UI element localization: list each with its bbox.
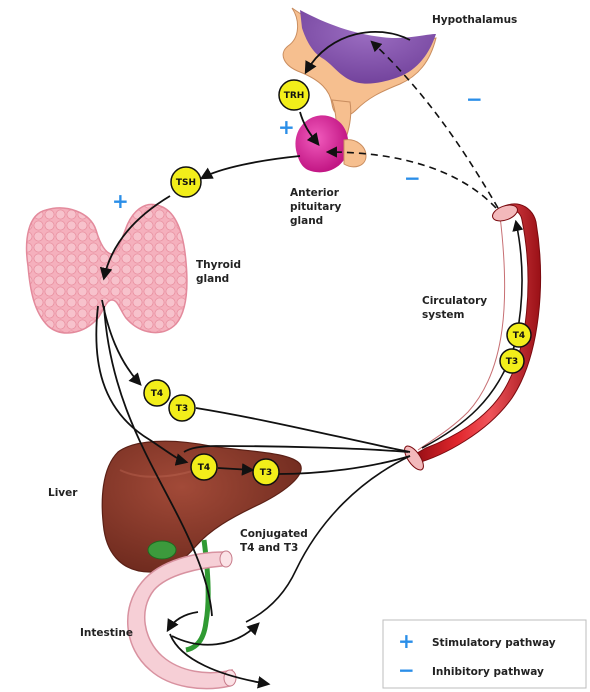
thyroid-label: Thyroid gland xyxy=(196,259,241,285)
conjugated-label: Conjugated T4 and T3 xyxy=(240,528,308,554)
tsh-badge: TSH xyxy=(171,167,201,197)
anterior-pituitary-organ xyxy=(295,115,366,172)
svg-text:TRH: TRH xyxy=(284,91,305,101)
svg-text:TSH: TSH xyxy=(176,178,196,188)
svg-text:T3: T3 xyxy=(260,468,272,478)
trh-badge: TRH xyxy=(279,80,309,110)
svg-text:gland: gland xyxy=(196,273,229,285)
stimulatory-sign-tsh: + xyxy=(112,189,129,213)
vessel-t4-badge: T4 xyxy=(507,323,531,347)
svg-text:T4: T4 xyxy=(198,463,210,473)
inhibitory-sign-hypothalamus: − xyxy=(466,87,483,111)
svg-text:system: system xyxy=(422,309,464,321)
intestine-label: Intestine xyxy=(80,627,133,639)
svg-text:Circulatory: Circulatory xyxy=(422,295,487,307)
svg-text:T3: T3 xyxy=(176,404,188,414)
svg-text:gland: gland xyxy=(290,215,323,227)
hypothalamus-label: Hypothalamus xyxy=(432,14,517,26)
vessel-t3-badge: T3 xyxy=(500,349,524,373)
thyroid-t3-badge: T3 xyxy=(169,395,195,421)
svg-text:Conjugated: Conjugated xyxy=(240,528,308,540)
svg-text:T4: T4 xyxy=(513,331,525,341)
svg-text:Thyroid: Thyroid xyxy=(196,259,241,271)
circulatory-label: Circulatory system xyxy=(422,295,487,321)
liver-t3-badge: T3 xyxy=(253,459,279,485)
intestine-reabsorb-arrow xyxy=(172,624,258,645)
liver-t4-badge: T4 xyxy=(191,454,217,480)
legend-minus-icon: − xyxy=(398,658,415,682)
liver-label: Liver xyxy=(48,487,78,499)
anterior-pituitary-label: Anterior pituitary gland xyxy=(290,187,341,227)
legend-plus-icon: + xyxy=(398,629,415,653)
stimulatory-sign-trh: + xyxy=(278,115,295,139)
legend: + Stimulatory pathway − Inhibitory pathw… xyxy=(383,620,586,688)
legend-inhibitory-label: Inhibitory pathway xyxy=(432,666,544,678)
svg-text:pituitary: pituitary xyxy=(290,201,341,213)
intestine-inflow-arrow xyxy=(168,612,198,630)
legend-stimulatory-label: Stimulatory pathway xyxy=(432,637,556,649)
inhibitory-sign-pituitary: − xyxy=(404,166,421,190)
svg-text:Anterior: Anterior xyxy=(290,187,340,199)
svg-text:T4 and T3: T4 and T3 xyxy=(240,542,298,554)
thyroid-t4-badge: T4 xyxy=(144,380,170,406)
svg-text:T4: T4 xyxy=(151,389,163,399)
svg-text:T3: T3 xyxy=(506,357,518,367)
pituitary-to-tsh-arrow xyxy=(202,156,300,178)
hypothalamus-organ xyxy=(283,8,436,138)
